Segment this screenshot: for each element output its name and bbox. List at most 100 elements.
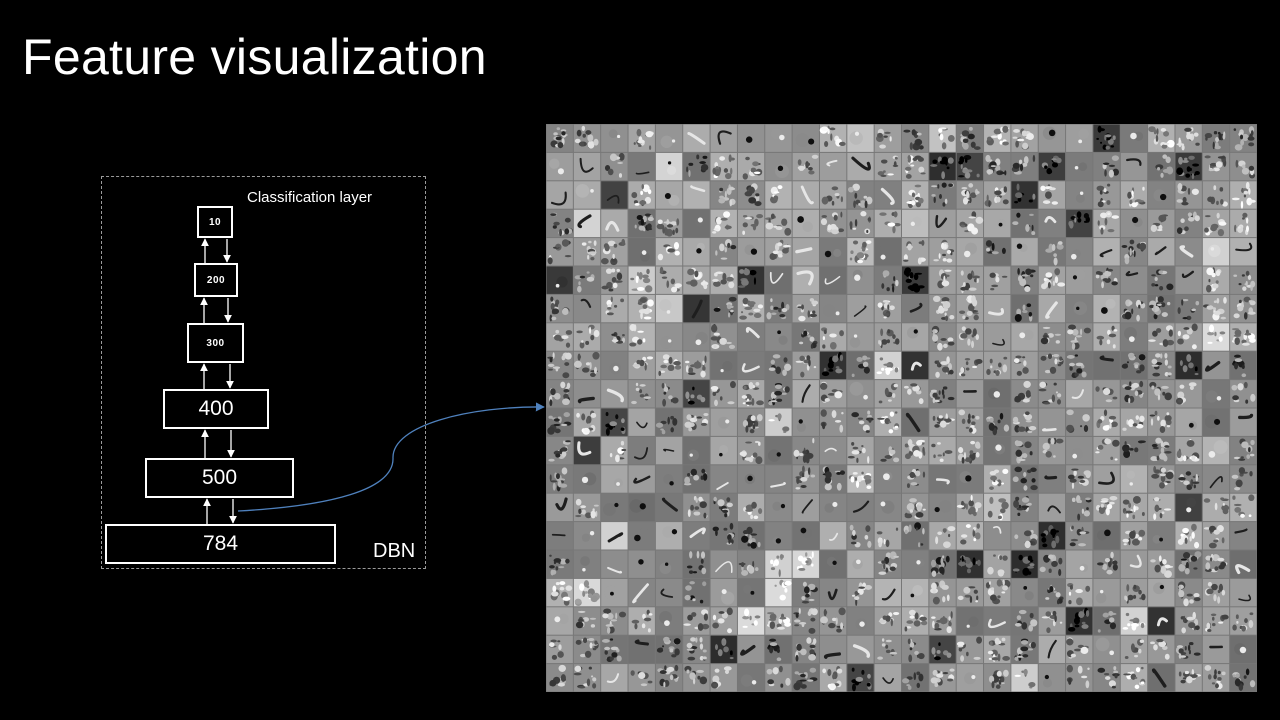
feature-patch	[710, 522, 737, 550]
dbn-label: DBN	[373, 540, 416, 562]
feature-patch	[929, 323, 956, 351]
feature-patch	[601, 266, 628, 294]
feature-patch	[1120, 436, 1148, 465]
feature-patch	[655, 664, 683, 692]
layer-box-784: 784	[105, 524, 336, 564]
feature-patch	[902, 351, 929, 380]
feature-patch	[601, 351, 628, 380]
feature-patch	[765, 607, 792, 635]
feature-patch	[1066, 550, 1093, 578]
feature-patch	[1011, 408, 1038, 436]
feature-patch	[1175, 323, 1202, 351]
layer-size-200: 200	[206, 274, 226, 286]
feature-patch	[984, 380, 1011, 408]
feature-patch	[1202, 351, 1230, 380]
feature-patch	[929, 408, 956, 436]
feature-patch	[1202, 266, 1230, 294]
feature-patch	[874, 266, 901, 294]
feature-patch	[1066, 578, 1093, 607]
feature-patch	[847, 266, 874, 294]
feature-patch	[1175, 238, 1202, 266]
feature-patch	[1202, 522, 1230, 550]
feature-patch	[710, 152, 737, 181]
feature-patch	[601, 664, 628, 692]
feature-patch	[655, 635, 683, 664]
feature-patch	[573, 550, 601, 578]
feature-patch	[1038, 323, 1066, 351]
feature-patch	[600, 238, 628, 266]
feature-patch	[655, 380, 683, 408]
feature-patch	[1148, 408, 1175, 436]
feature-patch	[601, 493, 628, 522]
feature-patch	[1038, 238, 1066, 266]
feature-patch	[1093, 181, 1120, 209]
feature-patch	[1038, 408, 1066, 436]
feature-patch	[1202, 607, 1230, 635]
feature-patch	[601, 294, 628, 323]
feature-patch	[1230, 522, 1257, 550]
feature-patch	[902, 323, 929, 351]
feature-patch	[683, 152, 710, 181]
feature-patch	[819, 465, 847, 493]
feature-patch	[984, 152, 1011, 181]
feature-patch	[1175, 124, 1202, 152]
feature-patch	[710, 465, 737, 493]
feature-patch	[819, 152, 847, 181]
feature-patch	[874, 294, 901, 323]
feature-patch	[819, 635, 847, 664]
feature-patch	[1038, 607, 1066, 635]
feature-patch	[683, 380, 710, 408]
layer-box-200: 200	[194, 263, 238, 297]
feature-patch	[902, 635, 929, 664]
feature-patch	[573, 578, 601, 607]
feature-patch	[902, 209, 929, 238]
feature-patch	[710, 635, 737, 664]
feature-patch	[628, 664, 655, 692]
feature-patch	[655, 465, 683, 493]
feature-patch	[1230, 238, 1257, 266]
feature-patch	[1093, 635, 1120, 664]
feature-patch	[1202, 635, 1230, 664]
feature-patch	[819, 181, 847, 209]
feature-patch	[1066, 635, 1093, 664]
feature-patch	[765, 550, 792, 578]
feature-patch	[546, 522, 573, 550]
feature-patch	[847, 578, 874, 607]
feature-patch	[573, 380, 601, 408]
feature-patch	[874, 493, 901, 522]
feature-patch	[765, 664, 792, 692]
feature-patch	[628, 238, 655, 266]
feature-patch	[1230, 465, 1257, 493]
feature-patch	[765, 266, 792, 294]
feature-patch	[1148, 124, 1175, 152]
feature-patch	[655, 209, 683, 238]
feature-patch	[1148, 465, 1175, 493]
feature-patch	[601, 436, 628, 465]
feature-patch	[956, 266, 984, 294]
layer-size-400: 400	[198, 397, 234, 420]
feature-patch	[1066, 436, 1093, 465]
feature-patch	[737, 436, 765, 465]
feature-patch	[655, 351, 683, 380]
feature-patch	[765, 351, 792, 380]
feature-patch	[737, 493, 765, 522]
feature-patch	[628, 607, 655, 635]
feature-patch	[573, 351, 601, 380]
feature-patch	[874, 351, 901, 380]
feature-patch	[1066, 238, 1093, 266]
feature-patch	[956, 294, 984, 323]
feature-patch	[628, 522, 655, 550]
feature-patch	[1148, 493, 1175, 522]
feature-patch	[792, 124, 819, 152]
feature-patch	[1011, 351, 1038, 380]
layer-box-500: 500	[145, 458, 294, 498]
feature-patch	[1202, 294, 1230, 323]
feature-patch	[1230, 209, 1257, 238]
feature-patch	[628, 465, 655, 493]
feature-patch	[601, 465, 628, 493]
feature-patch	[929, 436, 956, 465]
feature-patch	[683, 522, 710, 550]
feature-patch	[929, 635, 956, 664]
feature-patch	[956, 181, 984, 209]
feature-patch	[1175, 550, 1202, 578]
